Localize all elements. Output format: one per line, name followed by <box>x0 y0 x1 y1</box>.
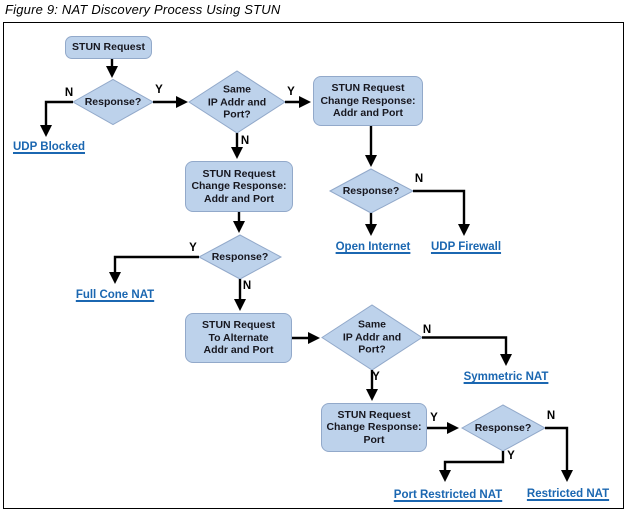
decision-response-1-label: Response? <box>84 95 142 108</box>
edge-responsebottom-n-arrow <box>545 426 573 482</box>
edge-label-response1-y: Y <box>155 84 163 96</box>
outcome-open-internet-link[interactable]: Open Internet <box>335 241 411 253</box>
process-change-response-addr-mid-label: STUN Request Change Response: Addr and P… <box>191 167 287 205</box>
outcome-udp-blocked-link[interactable]: UDP Blocked <box>12 141 86 153</box>
edge-label-responsetr-n: N <box>414 173 424 185</box>
decision-same-ip-2-label: Same IP Addr and Port? <box>342 318 402 356</box>
outcome-port-restricted-nat-link[interactable]: Port Restricted NAT <box>393 489 503 501</box>
edge-label-responsebottom-n: N <box>546 410 556 422</box>
edge-label-same1-y: Y <box>287 86 295 98</box>
process-change-response-port-label: STUN Request Change Response: Port <box>326 408 422 446</box>
outcome-restricted-nat-link[interactable]: Restricted NAT <box>526 488 610 500</box>
edge-label-same2-y: Y <box>372 371 380 383</box>
edge-label-responsemid-y: Y <box>189 242 197 254</box>
process-to-alternate-label: STUN Request To Alternate Addr and Port <box>202 319 275 357</box>
edge-responsebottom-y-arrow <box>439 451 505 482</box>
edge-label-same1-n: N <box>240 135 250 147</box>
diagram-frame <box>3 22 624 509</box>
decision-response-bottom-label: Response? <box>474 421 532 434</box>
process-stun-request: STUN Request <box>65 36 152 59</box>
process-change-response-addr-top: STUN Request Change Response: Addr and P… <box>313 76 423 126</box>
edge-label-same2-n: N <box>422 324 432 336</box>
outcome-full-cone-nat-link[interactable]: Full Cone NAT <box>75 289 155 301</box>
edge-response1-n-arrow <box>40 100 73 137</box>
decision-response-mid-label: Response? <box>211 250 269 263</box>
process-change-response-port: STUN Request Change Response: Port <box>321 403 427 452</box>
figure-title: Figure 9: NAT Discovery Process Using ST… <box>5 2 281 17</box>
process-stun-request-label: STUN Request <box>72 41 145 54</box>
edge-label-responsemid-n: N <box>242 280 252 292</box>
outcome-symmetric-nat-link[interactable]: Symmetric NAT <box>463 371 549 383</box>
outcome-udp-firewall-link[interactable]: UDP Firewall <box>430 241 502 253</box>
edge-label-changeport-y: Y <box>430 412 438 424</box>
decision-same-ip-1-label: Same IP Addr and Port? <box>207 83 267 121</box>
edge-label-response1-n: N <box>64 87 74 99</box>
edge-same2-n-arrow <box>422 336 512 366</box>
decision-response-mid-shape <box>197 234 283 280</box>
process-to-alternate: STUN Request To Alternate Addr and Port <box>185 313 292 363</box>
edge-responsetr-n-arrow <box>413 189 470 236</box>
edge-label-responsebottom-y: Y <box>507 450 515 462</box>
edge-responsemid-y-arrow <box>109 255 199 284</box>
process-change-response-addr-top-label: STUN Request Change Response: Addr and P… <box>320 82 416 120</box>
process-change-response-addr-mid: STUN Request Change Response: Addr and P… <box>185 161 293 212</box>
decision-response-top-right-label: Response? <box>342 184 400 197</box>
